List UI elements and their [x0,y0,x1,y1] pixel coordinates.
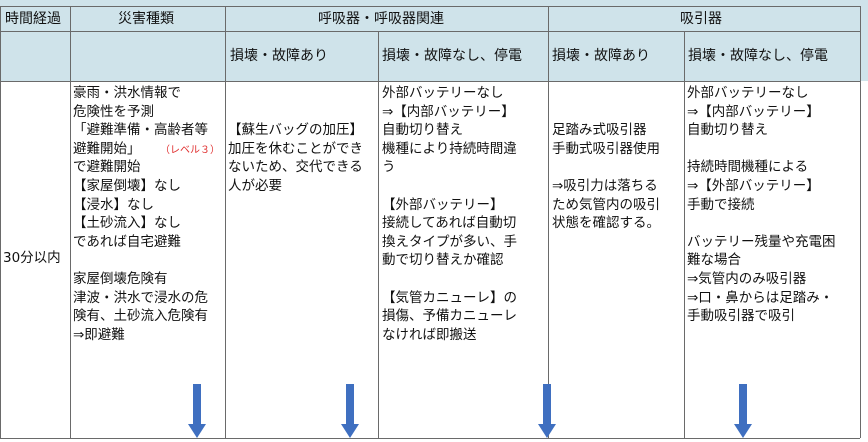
text-line: 険有、土砂流入危険有 [73,308,208,325]
header-suction: 吸引器 [680,11,722,27]
text-line [552,158,660,177]
header-background [0,0,868,81]
text-line [228,103,363,122]
text-line: 人が必要 [228,177,282,194]
text-line: 【家屋倒壊】なし [73,177,181,194]
text-line: ⇒気管内のみ吸引器 [687,270,807,287]
text-line: う [382,159,396,176]
text-line: 【土砂流入】なし [73,215,181,232]
text-line: 手動式吸引器使用 [552,140,660,157]
suction-damaged-cell-text: 足踏み式吸引器手動式吸引器使用 ⇒吸引力は落ちるため気管内の吸引状態を確認する。 [552,84,660,233]
text-line: 外部バッテリーなし [687,85,809,101]
text-line: 危険性を予測 [73,103,154,120]
text-line: ⇒口・鼻からは足踏み・ [687,289,834,306]
text-line: 換えタイプが多い、手 [382,233,517,250]
text-line: ⇒【内部バッテリー】 [382,103,515,120]
text-line: 自動切り替え [687,122,768,139]
text-line [687,140,836,159]
text-line: であれば自宅避難 [73,233,181,250]
text-line: ため気管内の吸引 [552,196,660,213]
col-border [860,6,861,438]
header-time: 時間経過 [5,11,61,27]
text-line: 【蘇生バッグの加圧】 [228,122,363,139]
level-note: （レベル３） [160,145,220,156]
text-line: 難な場合 [687,252,741,269]
header-resp-damaged: 損壊・故障あり [230,48,328,64]
text-line: 外部バッテリーなし [382,85,504,101]
col-border [378,31,379,438]
col-border [0,6,1,438]
table-top-border [0,6,860,7]
text-line [552,103,660,122]
text-line: なければ即搬送 [382,326,477,343]
header-divider-time [0,31,70,32]
text-line: 状態を確認する。 [552,215,660,232]
text-line: 機種により持続時間違 [382,140,517,157]
text-line [382,177,517,196]
text-line: 損傷、予備カニューレ [382,308,517,325]
header-respiratory: 呼吸器・呼吸器関連 [318,11,444,27]
text-line: 豪雨・洪水情報で [73,85,181,101]
time-cell: 30分以内 [3,250,61,266]
text-line: 動で切り替えか確認 [382,252,504,269]
text-line: 【外部バッテリー】 [382,196,504,213]
text-line: 持続時間機種による [687,159,809,176]
table-bottom-border [0,438,860,439]
text-line: 避難開始」 [73,140,141,157]
down-arrow-icon [341,384,359,438]
text-line: 手動で接続 [687,196,755,213]
text-line: 「避難準備・高齢者等 [73,122,208,139]
col-border [684,31,685,438]
header-suction-damaged: 損壊・故障あり [552,48,650,64]
text-line: ⇒【内部バッテリー】 [687,103,820,120]
text-line [687,214,836,233]
text-line: 家屋倒壊危険有 [73,270,168,287]
resp-damaged-cell-text: 【蘇生バッグの加圧】加圧を休むことができないため、交代できる人が必要 [228,84,363,196]
down-arrow-icon [188,384,206,438]
text-line [228,84,363,103]
text-line [552,84,660,103]
col-border [225,6,226,438]
text-line: バッテリー残量や充電困 [687,233,836,250]
text-line: 自動切り替え [382,122,463,139]
text-line [73,251,208,270]
text-line [382,270,517,289]
col-border [70,6,71,438]
text-line: 津波・洪水で浸水の危 [73,289,208,306]
text-line: ⇒即避難 [73,326,125,343]
text-line: で避難開始 [73,159,141,176]
suction-undamaged-cell-text: 外部バッテリーなし ⇒【内部バッテリー】自動切り替え 持続時間機種による⇒【外部バ… [687,84,836,326]
text-line: ⇒吸引力は落ちる [552,177,658,194]
disaster-cell-text: 豪雨・洪水情報で危険性を予測「避難準備・高齢者等避難開始」 [73,84,208,158]
text-line: 足踏み式吸引器 [552,122,647,139]
text-line: ⇒【外部バッテリー】 [687,177,820,194]
header-bottom-border [0,81,860,82]
text-line: 【浸水】なし [73,196,154,213]
text-line: 接続してあれば自動切 [382,215,517,232]
disaster-cell-text-cont: で避難開始【家屋倒壊】なし【浸水】なし【土砂流入】なしであれば自宅避難 家屋倒壊… [73,158,208,344]
text-line: 加圧を休むことができ [228,140,363,157]
header-disaster: 災害種類 [118,11,174,27]
col-border [548,6,549,438]
resp-undamaged-cell-text: 外部バッテリーなし ⇒【内部バッテリー】自動切り替え機種により持続時間違う 【外部… [382,84,517,344]
text-line: ないため、交代できる [228,159,363,176]
header-suction-undamaged: 損壊・故障なし、停電 [688,48,828,64]
down-arrow-icon [734,384,752,438]
header-divider [70,31,860,32]
down-arrow-icon [538,384,556,438]
text-line: 【気管カニューレ】の [382,289,517,306]
text-line: 手動吸引器で吸引 [687,308,795,325]
header-resp-undamaged: 損壊・故障なし、停電 [382,48,522,64]
